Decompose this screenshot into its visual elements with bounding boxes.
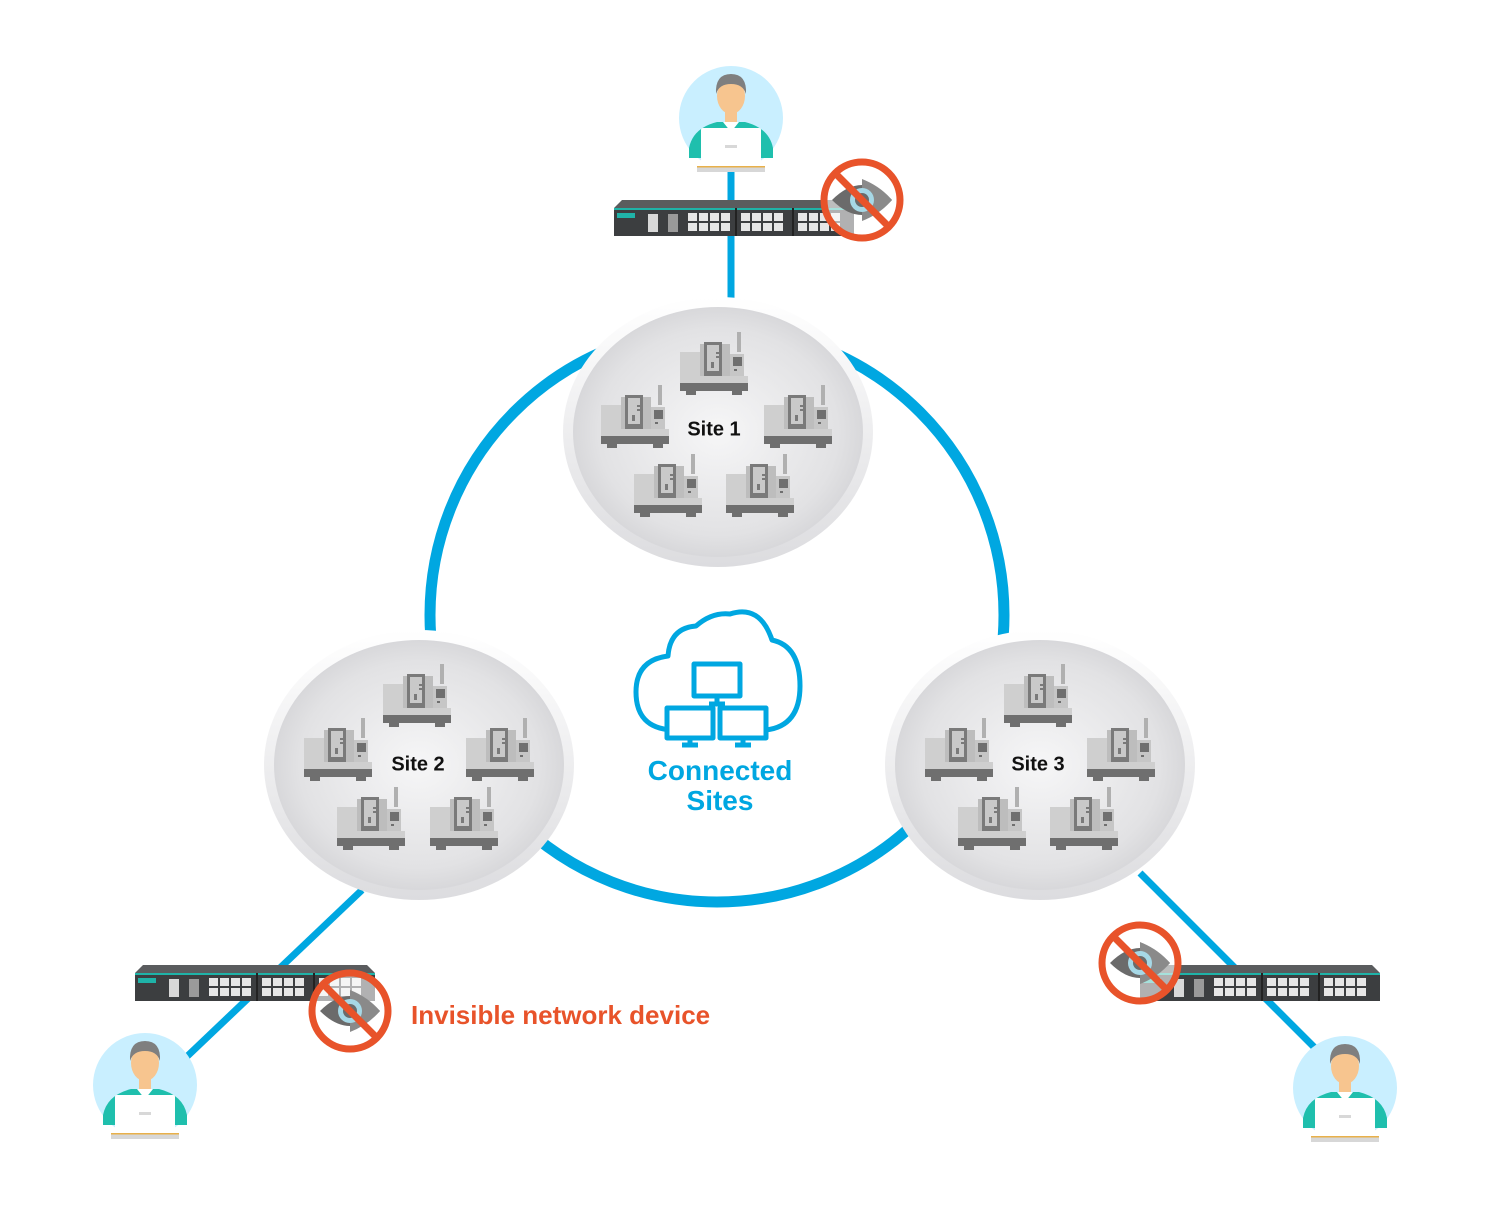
site-2-node[interactable] (264, 630, 574, 900)
site-label: Site 2 (391, 753, 445, 776)
cloud-network-icon (633, 609, 803, 748)
center-title-line1: Connected (647, 755, 793, 786)
user-laptop-icon (679, 66, 783, 172)
site-1-node[interactable] (563, 297, 873, 567)
legend-label: Invisible network device (411, 1000, 711, 1030)
site-label: Site 1 (687, 418, 741, 441)
user-laptop-icon (93, 1033, 197, 1139)
site-3-node[interactable] (885, 630, 1195, 900)
eye-slash-icon (312, 973, 388, 1049)
user-laptop-icon (1293, 1036, 1397, 1142)
link-user-right-site-3 (1137, 870, 1325, 1058)
site-label: Site 3 (1011, 753, 1065, 776)
eye-slash-icon (1102, 925, 1178, 1001)
eye-slash-icon (824, 162, 900, 238)
network-switch-top[interactable] (614, 200, 854, 236)
center-title-line2: Sites (686, 785, 754, 816)
center-title: Connected Sites (648, 756, 793, 816)
